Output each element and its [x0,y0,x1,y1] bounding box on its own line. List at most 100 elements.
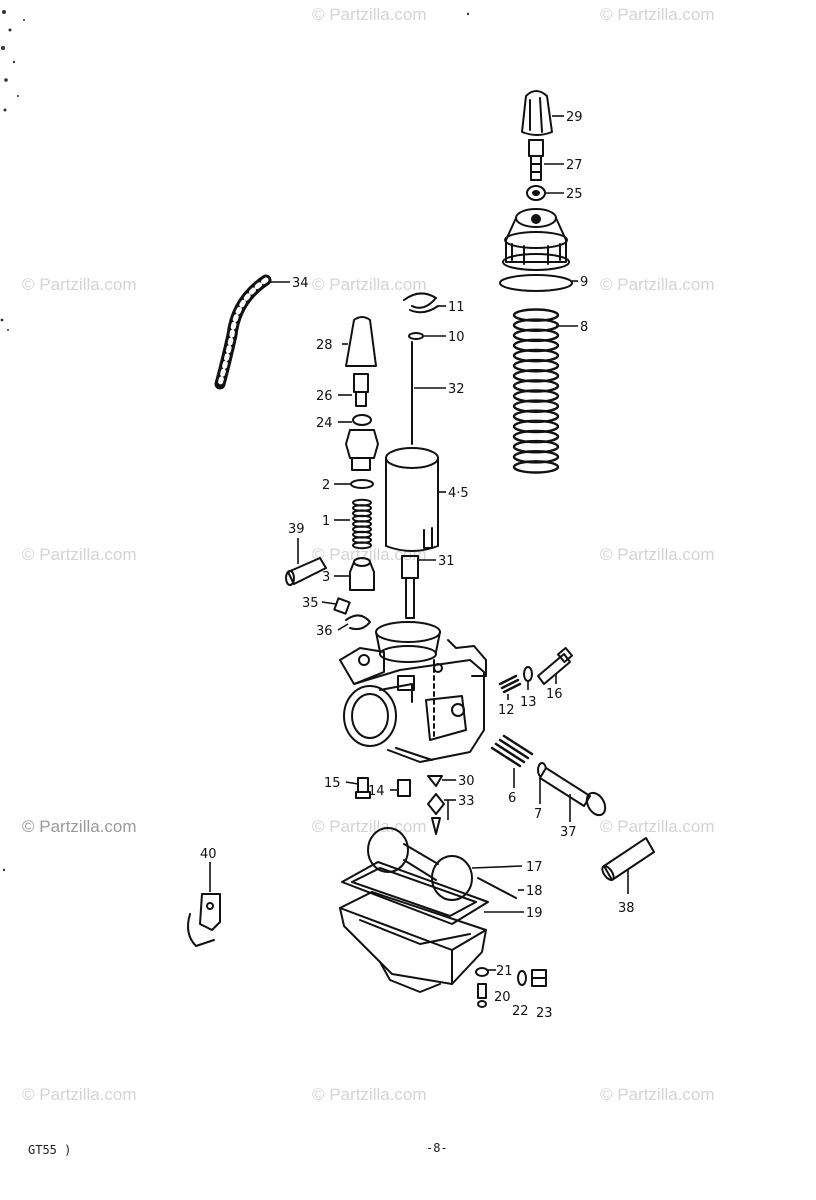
watermark: © Partzilla.com [312,275,427,294]
part-3-plunger [349,557,375,591]
watermark: © Partzilla.com [600,5,715,24]
callout-32: 32 [448,382,465,397]
callout-8: 8 [580,320,588,335]
part-37-screw [539,767,607,817]
callout-12: 12 [498,703,515,718]
callout-18: 18 [526,884,543,899]
watermarks: © Partzilla.com © Partzilla.com © Partzi… [22,5,715,1104]
callout-36: 36 [316,624,333,639]
part-carburetor-body [339,621,487,763]
watermark: © Partzilla.com [312,5,427,24]
callout-37: 37 [560,825,577,840]
watermark: © Partzilla.com [22,545,137,564]
callout-22: 22 [512,1004,529,1019]
watermark: © Partzilla.com [22,1085,137,1104]
part-6-spring [490,734,534,768]
watermark: © Partzilla.com [22,275,137,294]
part-4-5-slide [385,447,439,552]
watermark: © Partzilla.com [312,1085,427,1104]
part-13-washer [523,666,533,682]
callout-29: 29 [566,110,583,125]
part-20-jet [477,983,487,1008]
callout-6: 6 [508,791,516,806]
part-39-tube [285,557,327,586]
callout-20: 20 [494,990,511,1005]
callout-4-5: 4·5 [448,486,469,501]
callout-21: 21 [496,964,513,979]
model-code: GT55 ) [28,1143,72,1157]
part-1-spring [352,498,372,550]
part-top-cap [502,208,570,271]
callout-13: 13 [520,695,537,710]
callout-11: 11 [448,300,465,315]
callout-7: 7 [534,807,542,822]
watermark: © Partzilla.com [600,275,715,294]
callout-17: 17 [526,860,543,875]
callout-24: 24 [316,416,333,431]
part-30-needle-valve [427,775,445,835]
part-19-gasket [341,861,489,925]
spring-coil [512,460,560,474]
watermark: © Partzilla.com [600,817,715,836]
callout-3: 3 [322,570,330,585]
part-25-nut [526,185,546,201]
scan-speckle [0,10,470,872]
callout-23: 23 [536,1006,553,1021]
page-number: -8- [426,1141,448,1155]
callout-19: 19 [526,906,543,921]
callout-35: 35 [302,596,319,611]
callout-33: 33 [458,794,475,809]
part-31-needle-jet [401,555,419,619]
part-float-bowl [339,891,487,993]
watermark: © Partzilla.com [312,817,427,836]
spring-coil [352,541,372,550]
part-14-jet [397,779,411,797]
part-16-screw [537,646,574,685]
callout-30: 30 [458,774,475,789]
callout-15: 15 [324,776,341,791]
callout-38: 38 [618,901,635,916]
callout-1: 1 [322,514,330,529]
callout-2: 2 [322,478,330,493]
callout-28: 28 [316,338,333,353]
callout-14: 14 [368,784,385,799]
part-40-bracket [187,893,221,947]
part-24-nut [352,414,372,426]
callout-26: 26 [316,389,333,404]
callout-31: 31 [438,554,455,569]
callout-25: 25 [566,187,583,202]
callout-39: 39 [288,522,305,537]
part-22-washer [517,970,527,986]
part-27-adjuster [528,139,544,181]
part-35-screw [333,597,351,615]
callout-10: 10 [448,330,465,345]
watermark: © Partzilla.com [600,545,715,564]
part-36-washer [345,614,371,631]
part-29-cap [521,90,553,136]
part-23-plug [531,969,547,987]
part-28-cap [345,316,377,367]
callout-34: 34 [292,276,309,291]
watermark: © Partzilla.com [22,817,137,836]
part-38-tube [601,837,655,881]
part-10-ring [408,332,424,340]
part-18-pin [477,877,517,899]
part-15-jet [355,777,371,799]
leader-lines [209,115,629,971]
callout-16: 16 [546,687,563,702]
part-9-gasket [499,274,573,292]
callout-27: 27 [566,158,583,173]
callout-40: 40 [200,847,217,862]
callout-labels: 29 27 25 9 8 34 11 10 28 32 26 24 2 4·5 … [200,110,635,1021]
part-8-spring [512,308,560,474]
part-21-jet [475,967,489,977]
part-34-hose [214,274,272,390]
part-2-ring [350,479,374,489]
part-starter-body [345,429,379,471]
watermark: © Partzilla.com [600,1085,715,1104]
part-17-float [367,827,473,901]
part-26-screw [353,373,369,407]
part-11-clip [403,292,439,314]
